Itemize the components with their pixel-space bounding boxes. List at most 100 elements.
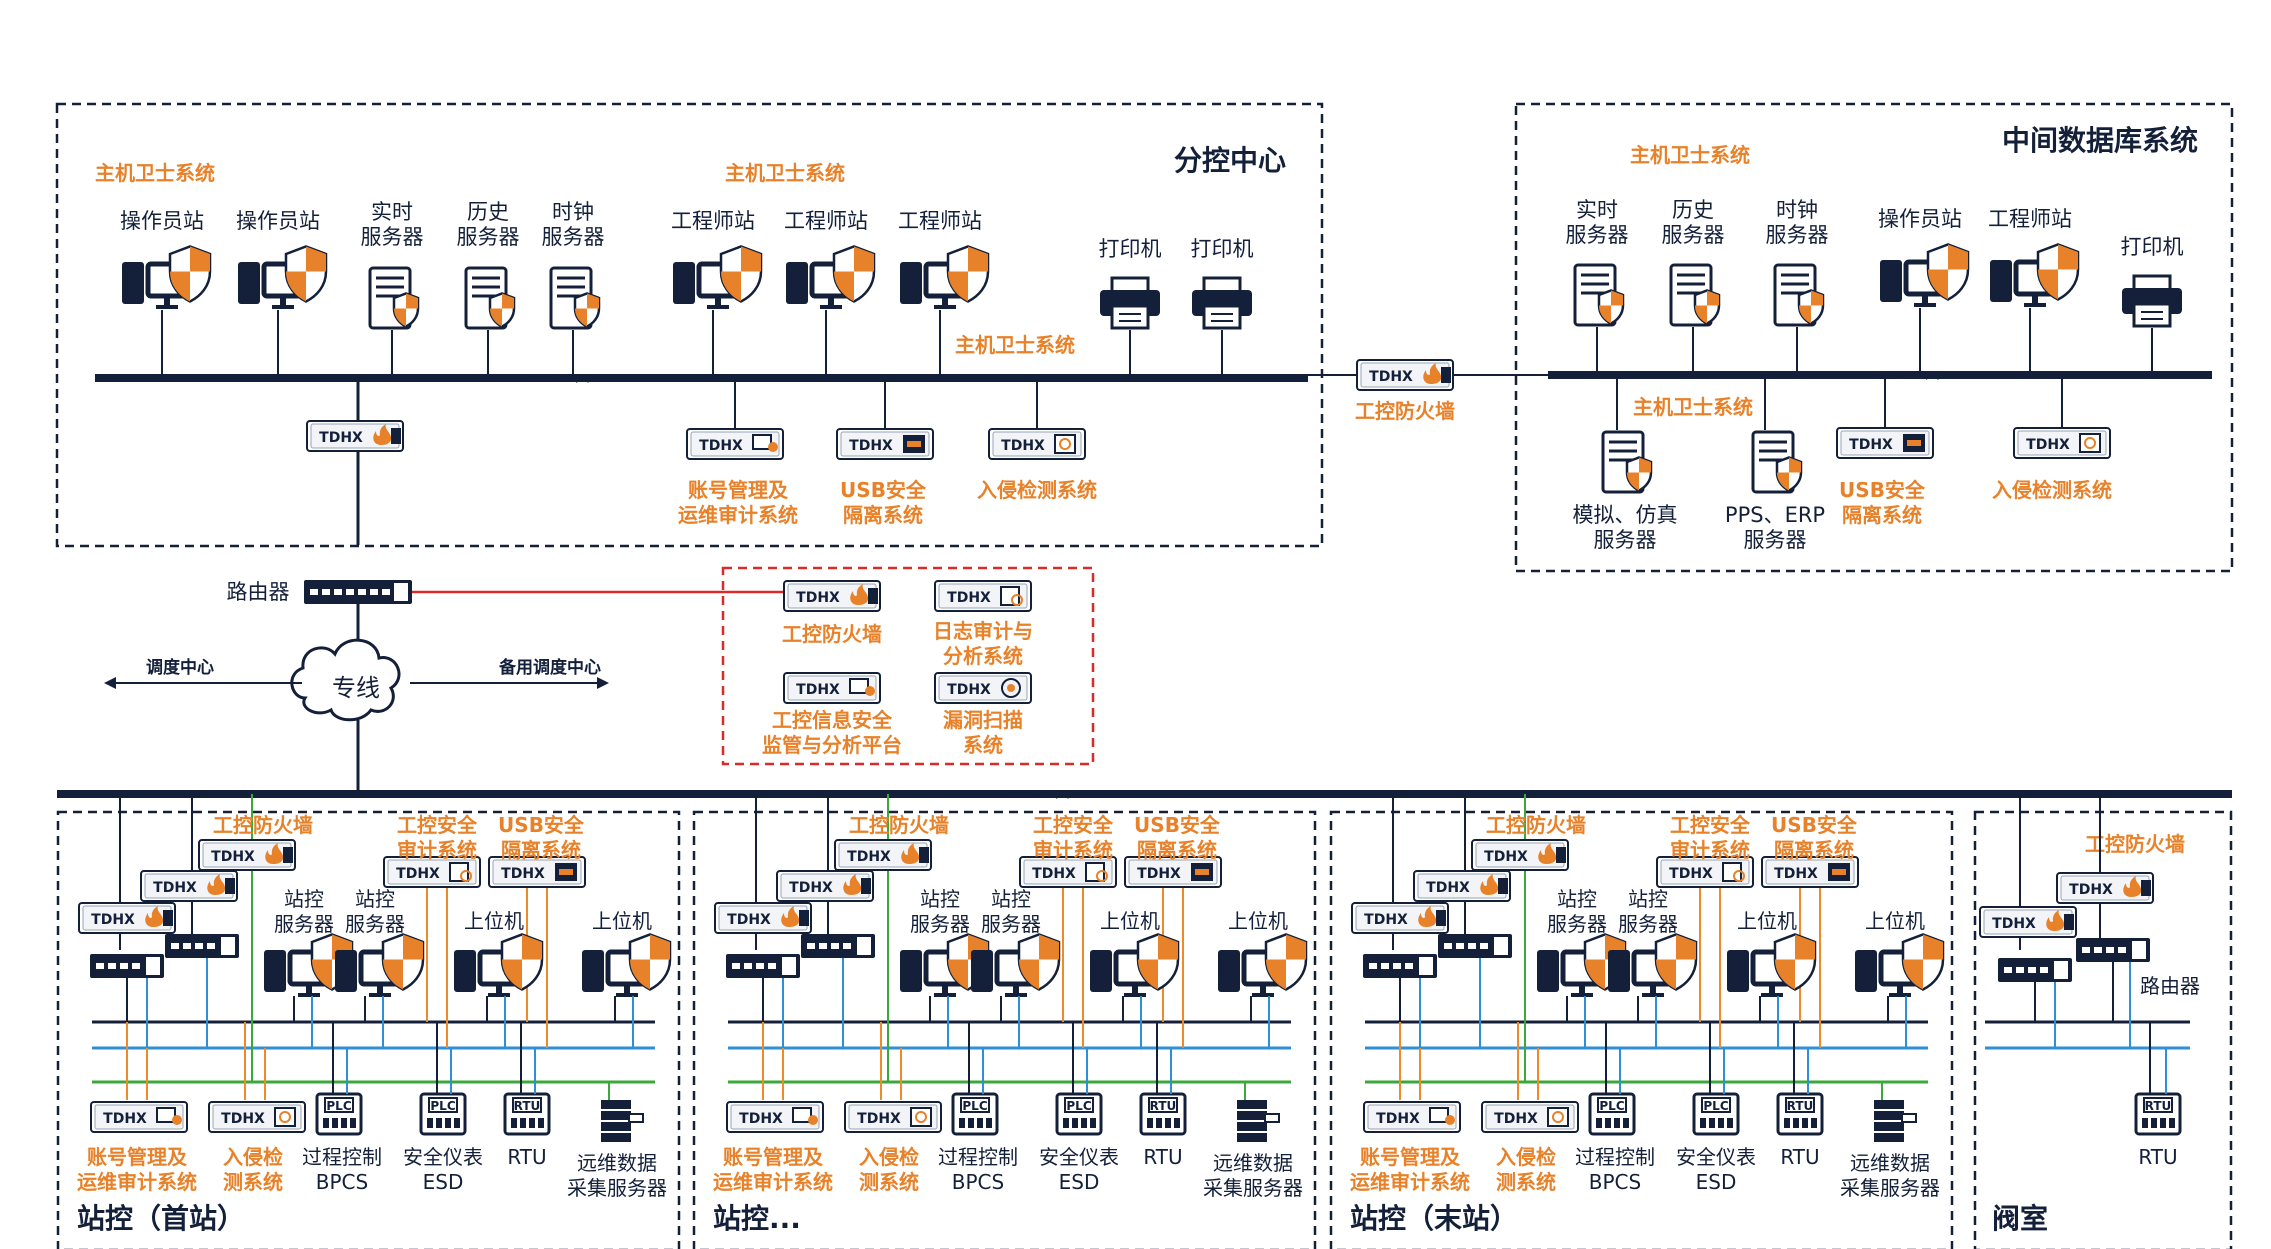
server-icon — [368, 266, 420, 330]
region-title: 中间数据库系统 — [2002, 124, 2198, 157]
controller-label: PLC — [1703, 1099, 1728, 1113]
controller-label: PLC — [1066, 1099, 1091, 1113]
label: 漏洞扫描 — [943, 708, 1023, 732]
label: 运维审计系统 — [77, 1170, 197, 1194]
label: 服务器 — [361, 225, 424, 249]
label: 日志审计与 — [933, 619, 1033, 643]
tdhx-appliance-icon: TDHX — [1656, 856, 1754, 888]
workstation-icon — [1880, 243, 1970, 307]
firewall-label: 工控防火墙 — [1355, 399, 1455, 423]
firewall-label: 工控防火墙 — [782, 622, 882, 646]
ids-label: 入侵检测系统 — [977, 478, 1097, 502]
brand-logo: TDHX — [501, 866, 545, 882]
workstation-icon — [1727, 933, 1817, 997]
shield-fill — [575, 308, 587, 327]
acquisition-server-icon — [1874, 1100, 1917, 1142]
tower-icon — [673, 262, 695, 304]
tower-icon — [786, 262, 808, 304]
label: 站控 — [991, 887, 1031, 911]
shield-fill — [1799, 305, 1811, 324]
tdhx-appliance-icon: TDHX — [383, 856, 481, 888]
label: 审计系统 — [1033, 838, 1113, 862]
label: 服务器 — [1594, 528, 1657, 552]
brand-logo: TDHX — [221, 1111, 265, 1127]
label: 入侵检 — [223, 1145, 283, 1169]
controller-label: PLC — [962, 1099, 987, 1113]
shield-fill — [1948, 244, 1968, 270]
label: 运维审计系统 — [678, 503, 798, 527]
label: 历史 — [467, 200, 509, 224]
rtu-label: RTU — [507, 1145, 546, 1169]
acquisition-server-icon — [1237, 1100, 1280, 1142]
monitor-icon — [792, 1107, 812, 1123]
label: 操作员站 — [120, 209, 204, 233]
tdhx-appliance-icon: TDHX — [1836, 427, 1934, 459]
firewall-label: 工控防火墙 — [849, 813, 949, 837]
host-guard-label: 主机卫士系统 — [1633, 395, 1753, 419]
tdhx-appliance-icon: TDHX — [208, 1101, 306, 1133]
label: 过程控制 — [302, 1145, 382, 1169]
region-title: 站控（首站） — [77, 1202, 245, 1235]
shield-fill — [383, 959, 403, 990]
flame-icon — [2046, 910, 2065, 931]
shield-fill — [721, 271, 741, 302]
label: 分析系统 — [943, 644, 1023, 668]
tdhx-appliance-icon: TDHX — [140, 870, 238, 902]
brand-logo: TDHX — [2069, 882, 2113, 898]
brand-logo: TDHX — [1001, 438, 1045, 454]
arrow-head — [597, 677, 609, 689]
tdhx-appliance-icon: TDHX — [1413, 870, 1511, 902]
brand-logo: TDHX — [1369, 369, 1413, 385]
tdhx-appliance-icon: TDHX — [2056, 872, 2154, 904]
tower-icon — [1880, 260, 1902, 302]
label: 工程师站 — [671, 209, 755, 233]
shield-fill — [2058, 244, 2078, 270]
shield-fill — [650, 934, 670, 960]
tdhx-appliance-icon: TDHX — [714, 902, 812, 934]
cloud-icon — [290, 638, 401, 722]
brand-logo: TDHX — [1992, 916, 2036, 932]
brand-logo: TDHX — [1137, 866, 1181, 882]
label: 系统 — [963, 733, 1003, 757]
label: 运维审计系统 — [1350, 1170, 1470, 1194]
shield-fill — [1138, 959, 1158, 990]
workstation-icon — [582, 933, 672, 997]
shield-fill — [1695, 305, 1707, 324]
brand-logo: TDHX — [947, 590, 991, 606]
brand-logo: TDHX — [789, 880, 833, 896]
label: 站控 — [355, 887, 395, 911]
firewall-appliance: TDHX — [1356, 359, 1454, 391]
workstation-icon — [1218, 933, 1308, 997]
tower-icon — [264, 950, 286, 992]
label: 工程师站 — [898, 209, 982, 233]
label: ESD — [1696, 1170, 1737, 1194]
arrow-head — [104, 677, 116, 689]
label: 远维数据 — [577, 1151, 657, 1175]
magnifier-icon — [1054, 434, 1076, 454]
label: USB安全 — [1134, 813, 1221, 837]
shield-fill — [968, 246, 988, 272]
label: 采集服务器 — [1840, 1176, 1940, 1200]
monitor-icon — [156, 1107, 176, 1123]
router-icon — [2076, 938, 2150, 962]
flame-icon — [843, 874, 862, 895]
tower-icon — [454, 950, 476, 992]
tdhx-appliance-icon: TDHX — [488, 856, 586, 888]
firewall-appliance: TDHX — [306, 420, 404, 452]
cloud-label: 专线 — [332, 674, 380, 702]
shield-fill — [1775, 959, 1795, 990]
label: BPCS — [1589, 1170, 1641, 1194]
brand-logo: TDHX — [1426, 880, 1470, 896]
tower-icon — [335, 950, 357, 992]
controller-icon: PLC — [419, 1092, 467, 1136]
shield-fill — [587, 293, 599, 309]
tower-icon — [1537, 950, 1559, 992]
label: 服务器 — [910, 912, 970, 936]
tdhx-appliance-icon: TDHX — [686, 428, 784, 460]
tdhx-appliance-icon: TDHX — [1979, 906, 2077, 938]
label: 工程师站 — [1988, 207, 2072, 231]
controller-icon: RTU — [503, 1092, 551, 1136]
shield-fill — [741, 246, 761, 272]
shield-fill — [1039, 934, 1059, 960]
tdhx-appliance-icon: TDHX — [1761, 856, 1859, 888]
